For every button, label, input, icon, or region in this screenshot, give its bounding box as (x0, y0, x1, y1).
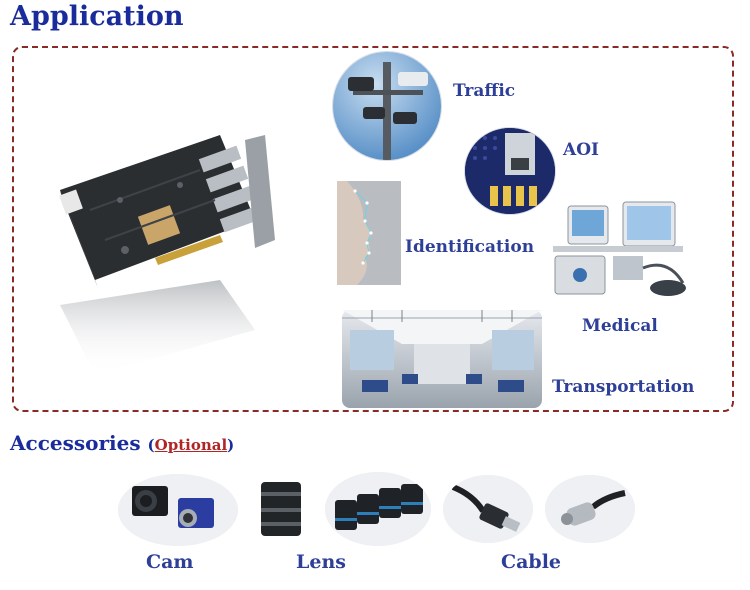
camera-accessory-image (118, 474, 238, 546)
category-traffic: Traffic (453, 81, 516, 101)
medical-equipment-image (553, 201, 686, 296)
accessory-cable-label: Cable (501, 551, 562, 573)
category-aoi: AOI (563, 140, 599, 160)
optional-note: (Optional) (148, 436, 235, 454)
circular-cable-image (545, 475, 635, 543)
accessory-cam-label: Cam (146, 551, 194, 573)
close-paren: ) (227, 436, 235, 454)
train-interior-image (342, 310, 542, 408)
application-title: Application (10, 1, 184, 32)
category-transportation: Transportation (552, 377, 695, 397)
lens-single-image (261, 482, 301, 536)
category-medical: Medical (582, 316, 658, 336)
traffic-camera-image (333, 52, 441, 160)
capture-card-image (59, 135, 275, 375)
lens-set-image (325, 472, 431, 546)
open-paren: ( (147, 436, 155, 454)
accessories-title: Accessories (Optional) (10, 430, 234, 458)
accessories-title-text: Accessories (10, 431, 141, 455)
application-panel (12, 46, 734, 412)
usb-cable-image (443, 475, 533, 543)
aoi-inspection-image (465, 128, 555, 214)
category-identification: Identification (405, 237, 535, 257)
optional-link[interactable]: Optional (154, 436, 228, 454)
accessory-lens-label: Lens (296, 551, 346, 573)
face-identification-image (337, 181, 401, 285)
